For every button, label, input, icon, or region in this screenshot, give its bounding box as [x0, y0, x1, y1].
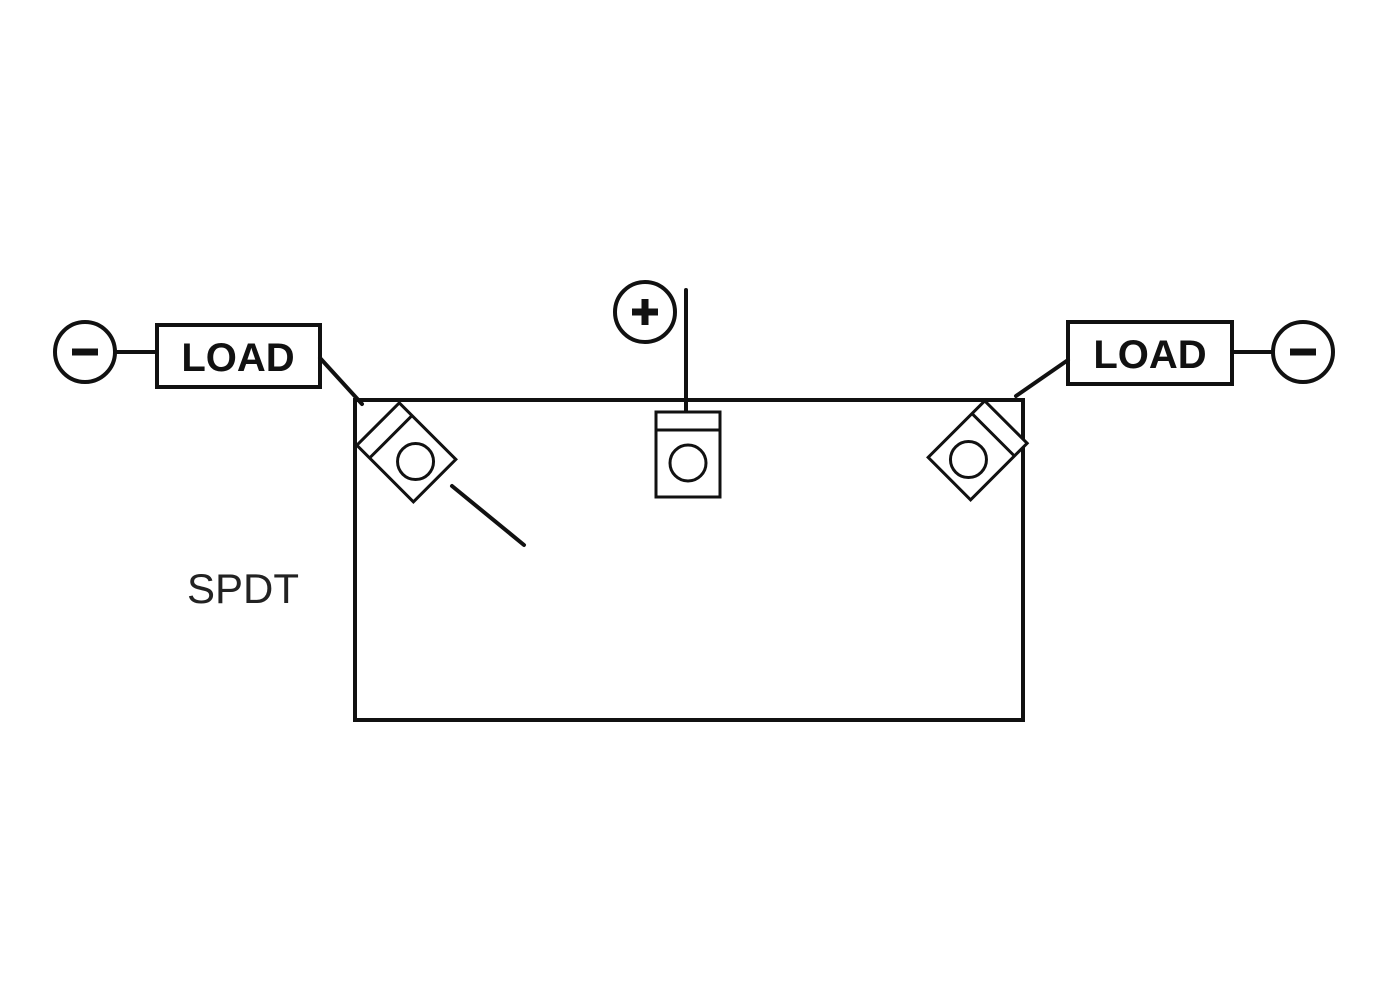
- center-terminal: [654, 410, 722, 499]
- left-load-label: LOAD: [181, 336, 294, 380]
- switch-body: [353, 398, 1025, 722]
- left-load-box: LOAD: [155, 323, 322, 389]
- wire-right-switch-to-load: [1014, 358, 1070, 398]
- switch-lever: [450, 484, 526, 547]
- left-negative-symbol: −: [53, 320, 117, 384]
- wire-left-load-to-switch: [318, 356, 364, 406]
- right-terminal: [926, 398, 1030, 502]
- left-terminal: [354, 400, 458, 504]
- right-negative-symbol: −: [1271, 320, 1335, 384]
- positive-symbol: +: [613, 280, 677, 344]
- switch-type-label: SPDT: [187, 565, 299, 612]
- right-load-box: LOAD: [1066, 320, 1234, 386]
- right-load-label: LOAD: [1093, 333, 1206, 377]
